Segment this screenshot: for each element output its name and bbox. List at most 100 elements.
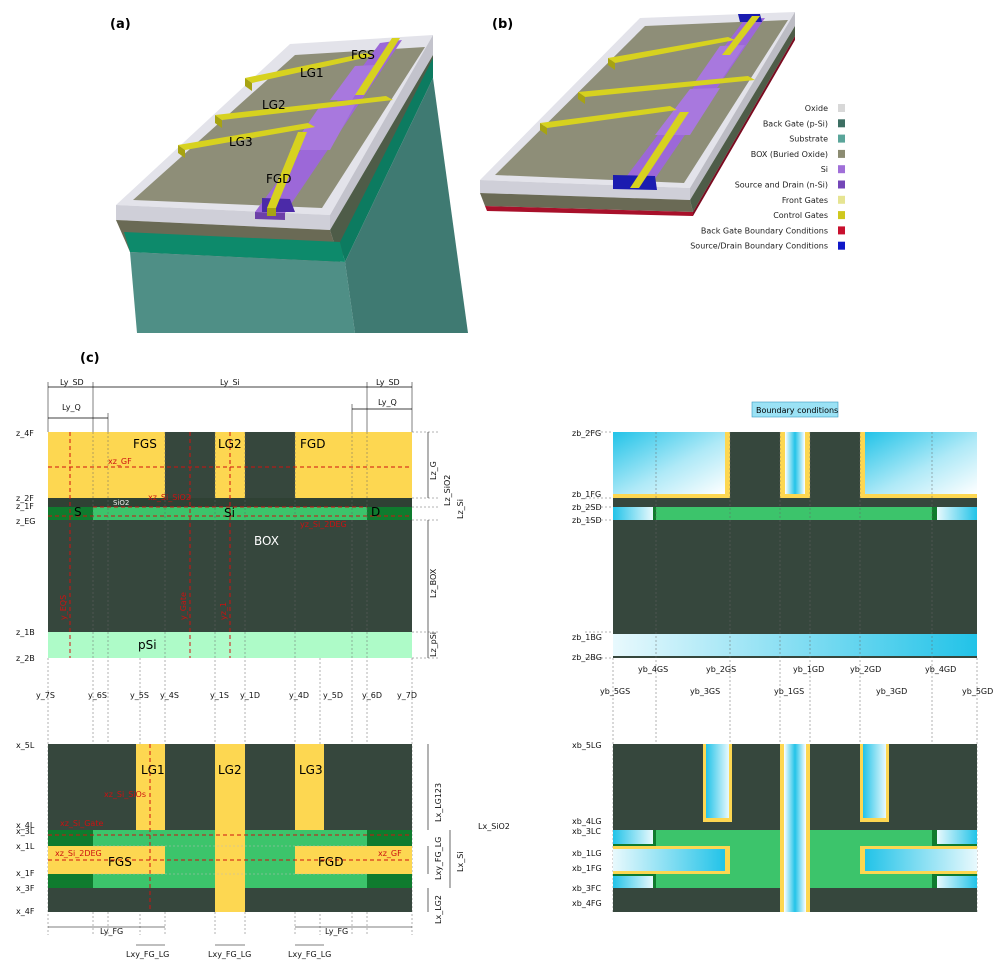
label-xz-si-sio: xz_Si_SiOs [104,790,146,799]
box-side [330,55,433,262]
label-ly-si: Ly_Si [220,378,240,387]
b-si-block-upper [695,45,745,82]
backgate-side [340,58,433,262]
region-fgs [48,432,165,498]
z-label-0: z_4F [16,429,34,438]
legend-label-1: Back Gate (p-Si) [763,119,828,128]
label-fgs-top: FGS [108,855,132,869]
bc-lg1-fill [706,744,729,818]
bc-backgate-fill [613,634,977,656]
si-block-upper [330,65,375,100]
lg3-gate [178,123,315,150]
yb-row2-4: yb_5GD [962,687,993,696]
b-lg3-front [540,123,547,135]
yb-row1-0: yb_4GS [638,665,668,674]
bc-fgs-fill [613,432,725,494]
bc-si-channel [656,507,932,520]
label-psi-side: pSi [138,638,157,652]
label-fgs-side: FGS [133,437,157,451]
label-fgs-3d: FGS [351,48,375,62]
boundary-title: Boundary conditions [756,406,838,415]
y-label-7: y_5D [323,691,343,700]
dim-lxy-fg-lg-3: Lxy_FG_LG [288,950,331,959]
label-yz-mid: yz_1 [219,602,228,620]
x-label-4: x_1F [16,869,35,878]
panel-a-device-3d: FGS LG1 LG2 LG3 FGD [116,35,468,333]
x-label-3: x_1L [16,842,35,851]
b-lg1-gate [608,37,735,63]
b-backgate-bc-front [485,206,693,216]
b-oxide-side [690,12,795,200]
bc-source-fill [613,507,653,520]
label-lg2-side: LG2 [218,437,242,451]
z-label-2: z_1F [16,502,34,511]
yb-row2-2: yb_1GS [774,687,804,696]
label-yz-si-2deg: yz_Si_2DEG [300,520,347,529]
y-label-9: y_7D [397,691,417,700]
legend-swatch-3 [838,149,845,158]
oxide-front [116,205,330,230]
b-lg1-front [608,58,615,70]
dim-ly-fg-right: Ly_FG [325,927,348,936]
legend-swatch-8 [838,226,845,235]
oxide-side [330,35,433,230]
label-yz-gate: y_Gate [179,592,188,620]
dim-lz-psi: Lz_pSi [429,632,438,657]
xb-label-1: xb_4LG [572,817,602,826]
panel-label-a: (a) [110,17,131,32]
dim-lxy-fg-lg-1: Lxy_FG_LG [126,950,169,959]
label-ly-sd-left: Ly_SD [60,378,84,387]
dim-lz-si: Lz_Si [456,499,465,519]
legend-swatch-0 [838,104,845,112]
dim-lz-g: Lz_G [429,461,438,480]
region-fgd [295,432,412,498]
dim-lx-sio2: Lx_SiO2 [478,822,510,831]
dim-lx-si: Lx_Si [456,852,465,873]
panel-b-device-3d [480,12,795,216]
dim-lz-box: Lz_BOX [429,568,438,598]
z-label-5: z_2B [16,654,35,663]
x-label-0: x_5L [16,741,35,750]
dim-lxy-fg-lg-side: Lxy_FG_LG [434,837,443,880]
lg3-gate-front [178,145,185,158]
legend-swatch-9 [838,241,845,250]
bc-lg2-fill [785,432,805,494]
legend-swatch-6 [838,195,845,204]
dim-lz-sio2: Lz_SiO2 [443,475,452,506]
panel-label-b: (b) [492,17,513,32]
label-xz-si-gate: xz_Si_Gate [60,819,103,828]
zb-label-4: zb_1BG [572,633,602,642]
fgd-gate-front [267,208,276,216]
zb-label-2: zb_2SD [572,503,602,512]
legend-label-6: Front Gates [782,196,828,205]
z-label-3: z_EG [16,517,35,526]
yb-row1-2: yb_1GD [793,665,824,674]
zb-label-5: zb_2BG [572,653,602,662]
b-si-block-lower [655,88,720,135]
lg1-gate-front [245,78,252,91]
legend-label-8: Back Gate Boundary Conditions [701,226,828,235]
label-s-side: S [74,505,82,519]
label-sio2-side: SiO2 [113,499,129,507]
zb-label-3: zb_1SD [572,516,602,525]
y-label-1: y_6S [88,691,107,700]
label-si-side: Si [224,506,235,520]
x-label-1: x_4L [16,821,35,830]
label-box-side: BOX [254,534,279,548]
legend-label-5: Source and Drain (n-Si) [735,181,828,190]
yb-row1-1: yb_2GS [706,665,736,674]
lg2-gate [215,96,393,120]
legend-swatch-1 [838,119,845,128]
b-lg3-gate [540,106,677,128]
label-d-side: D [371,505,380,519]
label-xz-gf-top: xz_GF [378,849,402,858]
label-lg2-3d: LG2 [262,98,286,112]
si-block-lower [290,105,355,150]
label-xz-si-sio2: xz_Si_SiO2 [148,493,191,502]
zb-label-1: zb_1FG [572,490,601,499]
b-oxide-front [480,180,690,200]
legend-label-4: Si [821,165,828,174]
legend-label-2: Substrate [789,135,828,144]
